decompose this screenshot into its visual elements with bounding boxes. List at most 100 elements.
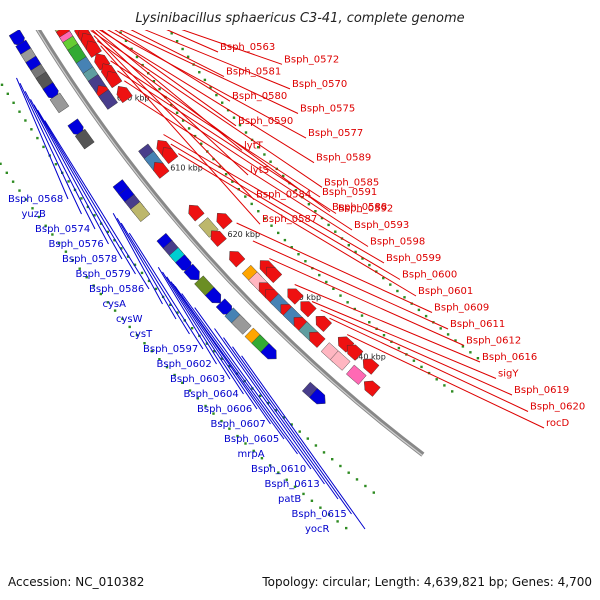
scale-dot — [285, 478, 288, 481]
feature-arrow-shape — [309, 331, 326, 348]
scale-dot — [325, 280, 328, 284]
scale-dot — [213, 350, 216, 353]
scale-dot — [228, 427, 231, 430]
reverse-gene-label: Bsph_0586 — [89, 284, 144, 295]
forward-label-leader — [100, 45, 261, 225]
scale-dot — [93, 214, 96, 217]
reverse-label-leader — [170, 281, 258, 410]
scale-dot — [204, 404, 207, 408]
reverse-feature — [309, 388, 326, 405]
scale-dot — [339, 464, 342, 468]
scale-dot — [212, 412, 215, 415]
scale-dot — [181, 119, 185, 122]
scale-dot — [215, 93, 218, 97]
scale-dot — [231, 180, 234, 183]
reverse-label-leader — [128, 232, 204, 350]
reverse-gene-label: Bsph_0574 — [35, 224, 90, 235]
reverse-gene-label: Bsph_0613 — [265, 479, 320, 490]
scale-dot — [435, 378, 438, 381]
forward-feature — [346, 364, 367, 385]
feature-arrow-shape — [315, 315, 333, 333]
scale-dot — [332, 287, 335, 290]
scale-dot — [92, 284, 95, 287]
scale-dot — [310, 499, 314, 502]
scale-dot — [150, 350, 154, 353]
scale-dot — [44, 224, 47, 227]
scale-dot — [106, 230, 109, 234]
scale-dot — [67, 180, 70, 183]
feature-arrow-shape — [266, 266, 283, 284]
scale-dot — [314, 210, 317, 213]
scale-dot — [389, 283, 392, 286]
forward-gene-label: Bsph_0598 — [370, 237, 425, 248]
scale-dot — [424, 314, 428, 318]
forward-gene-label: Bsph_0599 — [386, 253, 441, 264]
scale-dot — [412, 359, 416, 362]
scale-dot — [106, 301, 110, 304]
forward-feature — [266, 266, 283, 284]
scale-dot — [417, 308, 421, 312]
reverse-gene-label: Bsph_0605 — [224, 434, 279, 445]
reverse-feature — [260, 343, 277, 360]
reverse-gene-label: mrpA — [238, 449, 265, 460]
feature-block-shape — [346, 364, 367, 385]
forward-feature — [362, 358, 380, 375]
reverse-label-leader — [120, 222, 190, 335]
scale-dot — [236, 434, 239, 438]
scale-dot — [250, 202, 253, 206]
feature-block-shape — [130, 201, 151, 222]
scale-dot — [113, 239, 116, 242]
forward-gene-label: Bsph_0592 — [338, 204, 393, 215]
forward-feature — [216, 212, 233, 230]
forward-gene-label: Bsph_0570 — [292, 79, 347, 90]
forward-gene-label: Bsph_0600 — [402, 270, 457, 281]
scale-dot — [372, 491, 375, 494]
backbone-layer — [17, 0, 425, 457]
forward-label-leader — [178, 153, 417, 297]
scale-dot — [244, 442, 247, 445]
forward-gene-label: Bsph_0611 — [450, 319, 505, 330]
scale-dot — [345, 526, 348, 530]
reverse-gene-label: Bsph_0610 — [251, 464, 306, 475]
scale-dot — [130, 47, 133, 51]
feature-arrow-shape — [204, 286, 222, 304]
scale-dot — [196, 397, 199, 400]
scale-dot — [397, 346, 401, 350]
backbone-arc — [17, 0, 425, 457]
forward-gene-label: rocD — [546, 418, 570, 429]
scale-dot — [347, 471, 350, 474]
forward-label-leader — [346, 334, 545, 429]
forward-label-leader — [90, 30, 323, 188]
forward-feature — [287, 288, 304, 305]
scale-dot — [198, 71, 201, 74]
scale-dot — [461, 345, 465, 348]
reverse-label-leader — [116, 217, 177, 320]
scale-dot — [0, 83, 4, 86]
scale-dot — [42, 145, 45, 149]
scale-dot — [158, 87, 161, 91]
scale-dot — [314, 444, 318, 447]
scale-dot — [451, 390, 454, 393]
scale-dot — [221, 101, 224, 104]
scale-dot — [218, 165, 221, 168]
forward-feature — [210, 230, 227, 247]
reverse-gene-label: Bsph_0606 — [197, 404, 252, 415]
scale-dot — [119, 31, 122, 34]
reverse-feature — [74, 128, 95, 150]
scale-dot — [274, 409, 277, 412]
forward-gene-label: Bsph_0580 — [232, 91, 287, 102]
scale-dot — [80, 197, 83, 200]
scale-dot — [71, 259, 74, 262]
scale-dot — [24, 119, 27, 122]
feature-arrow-shape — [216, 212, 233, 230]
reverse-label-leader — [30, 99, 109, 245]
scale-dot — [244, 195, 247, 198]
forward-label-leader — [252, 240, 449, 330]
scale-dot — [186, 55, 190, 58]
reverse-gene-label: Bsph_0597 — [143, 344, 198, 355]
forward-gene-label: Bsph_0620 — [530, 402, 585, 413]
kbp-tick-label: 640 kbp — [353, 353, 386, 362]
scale-dot — [304, 260, 307, 263]
forward-feature — [106, 71, 123, 89]
